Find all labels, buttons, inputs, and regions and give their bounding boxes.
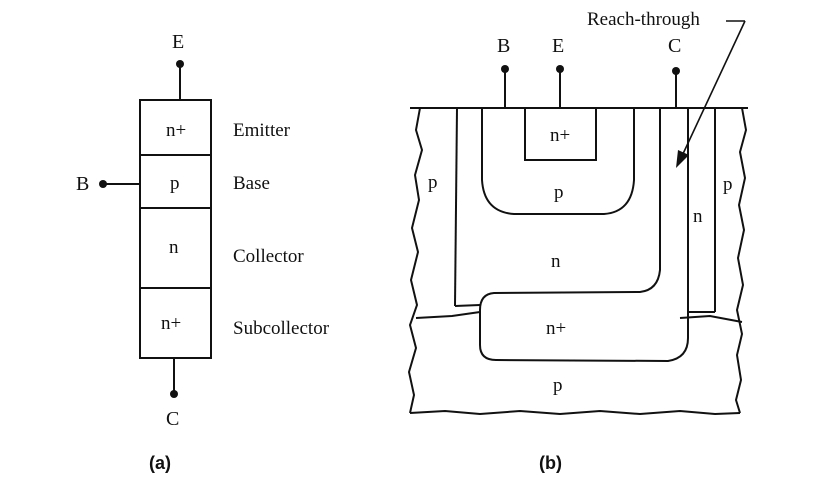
annotation-arrow-shaft: [681, 20, 746, 157]
collector-terminal-b: C: [668, 35, 681, 108]
emitter-terminal-b: E: [552, 35, 564, 108]
base-terminal-label-b: B: [497, 35, 510, 57]
collector-terminal-label-a: C: [166, 408, 179, 430]
base-region-label: p: [170, 173, 180, 194]
base-terminal-a: B: [76, 173, 140, 195]
collector-terminal-a: C: [166, 358, 179, 430]
base-well-outline: [481, 108, 635, 215]
subcollector-region-label: n+: [161, 313, 181, 334]
left-isolation-label-b: p: [428, 172, 438, 193]
emitter-region-label-b: n+: [550, 125, 570, 146]
collector-layer-name: Collector: [233, 246, 304, 267]
reach-through-region-label-b: n: [693, 206, 703, 227]
device-stack-outline: [139, 99, 212, 359]
wafer-bottom-edge: [409, 409, 741, 416]
emitter-region-label: n+: [166, 120, 186, 141]
reach-through-buried-layer-outline: [479, 108, 689, 363]
base-terminal-label-a: B: [76, 173, 89, 195]
base-terminal-b: B: [497, 35, 510, 108]
panel-a: E n+ p n n+ Emitter Base Collector Subco…: [76, 31, 330, 473]
emitter-terminal-a: E: [172, 31, 184, 100]
base-region-label-b: p: [554, 182, 564, 203]
panel-b: B E C Reach-through n+ p n n+ p p p n (b…: [407, 9, 748, 473]
emitter-terminal-label-b: E: [552, 35, 564, 57]
subcollector-layer-name: Subcollector: [233, 318, 330, 339]
buried-layer-label-b: n+: [546, 318, 566, 339]
left-isolation-foot: [454, 304, 481, 307]
emitter-terminal-label-a: E: [172, 31, 184, 53]
substrate-label-b: p: [553, 375, 563, 396]
reach-through-annotation: Reach-through: [587, 9, 700, 30]
left-isolation-wall: [454, 107, 458, 307]
wafer-right-edge: [734, 107, 748, 414]
collector-region-label: n: [169, 237, 179, 258]
panel-a-caption: (a): [149, 453, 171, 473]
right-isolation-label-b: p: [723, 174, 733, 195]
emitter-layer-name: Emitter: [233, 120, 291, 141]
substrate-boundary: [415, 311, 743, 323]
base-layer-name: Base: [233, 173, 270, 194]
collector-terminal-dot-a: [170, 390, 178, 398]
panel-b-caption: (b): [539, 453, 562, 473]
collector-region-label-b: n: [551, 251, 561, 272]
collector-terminal-label-b: C: [668, 35, 681, 57]
wafer-left-edge: [407, 107, 424, 414]
annotation-arrow-head: [676, 150, 689, 168]
